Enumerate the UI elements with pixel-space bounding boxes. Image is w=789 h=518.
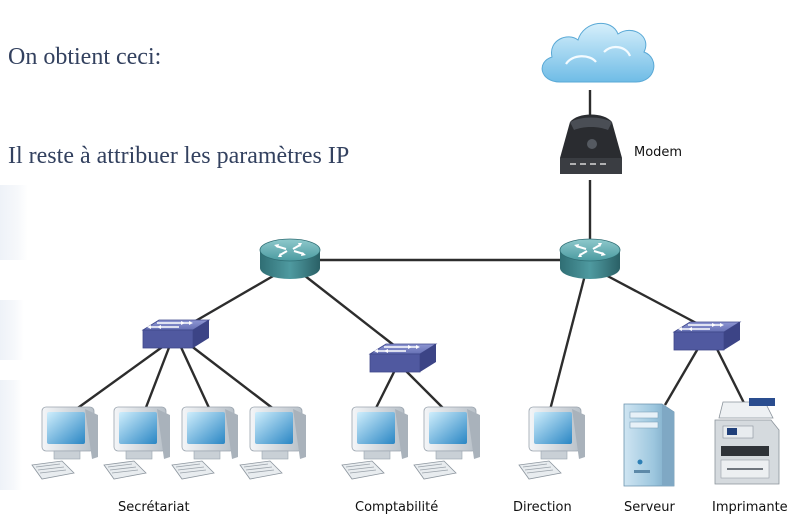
link-switch-pc [74,344,166,411]
background-shape [0,300,24,360]
printer-icon [714,398,780,485]
switch-icon [369,343,437,373]
switch-icon [673,321,741,351]
background-shape [0,185,28,260]
computer-icon [518,406,586,480]
link-switch-pc [178,344,212,411]
label-comptabilite: Comptabilité [355,500,439,515]
router-icon [259,238,321,280]
switch-icon [142,319,210,349]
modem-icon [560,114,622,174]
link-router-direction [548,274,587,411]
link-switch-server [663,344,702,406]
label-modem: Modem [634,145,683,160]
computer-icon [239,406,307,480]
computer-icon [341,406,409,480]
label-serveur: Serveur [624,500,675,515]
link-switch-pc [404,369,446,411]
slide-text-line: Il reste à attribuer les paramètres IP [8,143,350,169]
label-imprimante: Imprimante [712,500,788,515]
internet-cloud-icon [541,22,655,83]
background-shape [0,380,22,490]
link-router-switch [599,270,701,327]
label-secretariat: Secrétariat [118,500,190,515]
label-direction: Direction [513,500,572,515]
server-icon [623,403,675,487]
computer-icon [413,406,481,480]
computer-icon [31,406,99,480]
router-icon [559,238,621,280]
link-switch-printer [713,344,747,406]
link-switch-pc [143,344,172,411]
link-switch-pc [189,344,276,411]
computer-icon [171,406,239,480]
link-switch-pc [373,369,397,411]
link-router-switch [299,271,401,351]
slide-text-line: On obtient ceci: [8,44,162,70]
computer-icon [103,406,171,480]
